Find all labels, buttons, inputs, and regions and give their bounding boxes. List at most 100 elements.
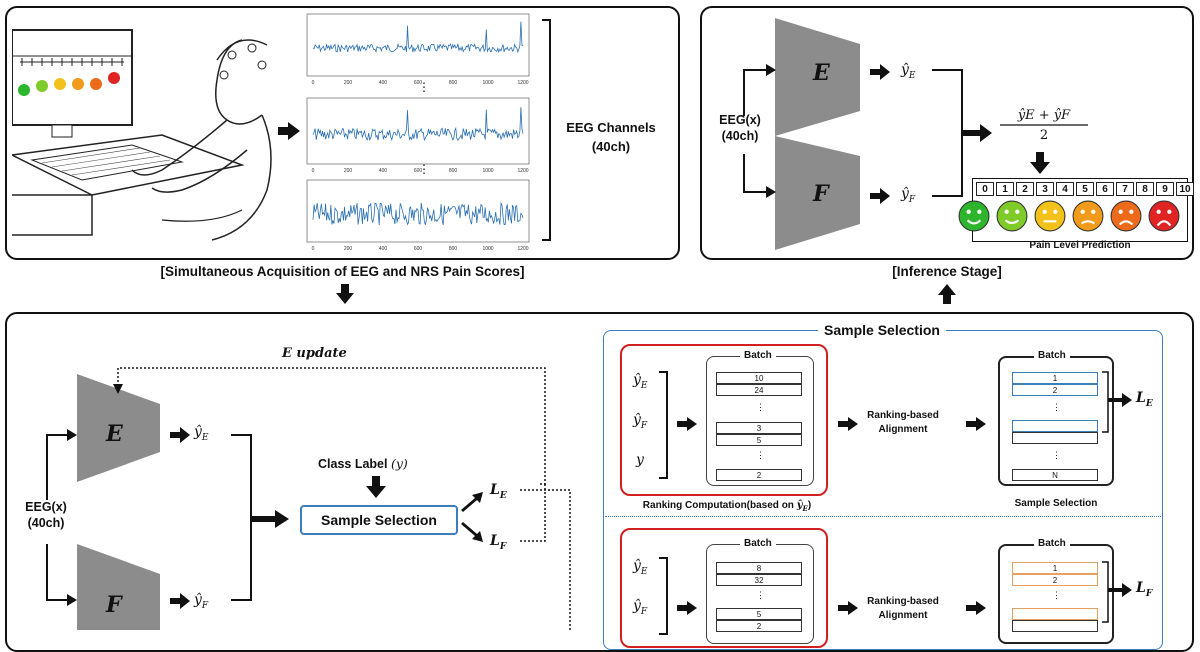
inference-model-f: F (813, 181, 829, 207)
eeg-axis-tick: 200 (344, 246, 353, 252)
row1-input-e: ŷE (633, 372, 648, 391)
pain-scale-number: 0 (976, 182, 994, 196)
row1-dots-2: ⋮ (756, 450, 765, 460)
row1-cell-4: 5 (716, 434, 802, 446)
eeg-axis-tick: 1000 (482, 80, 493, 86)
row2-arrow-icon (677, 601, 697, 615)
row2-loss-bracket (1102, 561, 1132, 623)
subject-illustration (12, 29, 272, 241)
pain-level-label: Pain Level Prediction (1029, 240, 1131, 251)
ranking-caption-1: Ranking Computation(based on ŷE) (642, 500, 812, 513)
row2-select-arrow-icon (966, 601, 986, 615)
eeg-axis-tick: 400 (379, 246, 388, 252)
eeg-trace (312, 21, 524, 54)
ellipsis-2: ⋮ (418, 162, 430, 176)
pain-scale-number: 2 (1016, 182, 1034, 196)
pain-scale-number: 5 (1076, 182, 1094, 196)
eeg-axis-tick: 800 (449, 246, 458, 252)
row1-cell-1: 10 (716, 372, 802, 384)
row2-cell-4: 2 (716, 620, 802, 632)
training-yhat-e: ŷE (194, 424, 209, 443)
training-panel (5, 312, 1194, 652)
row1-cell-5: 2 (716, 469, 802, 481)
eeg-axis-tick: 0 (312, 246, 315, 252)
pain-faces (952, 200, 1192, 234)
arrow-down-icon (336, 284, 354, 304)
eeg-trace (312, 107, 524, 142)
sample-selection-button[interactable]: Sample Selection (300, 505, 458, 535)
row1-arrow-icon (677, 417, 697, 431)
row2-sel-cell-4 (1012, 620, 1098, 632)
eeg-axis-tick: 0 (312, 168, 315, 174)
row2-align-arrow-icon (838, 601, 858, 615)
eeg-axis-tick: 1200 (517, 246, 528, 252)
eeg-axis-tick: 1000 (482, 246, 493, 252)
pain-scale-number: 1 (996, 182, 1014, 196)
average-formula-denominator: 2 (1039, 128, 1049, 143)
pain-scale-number: 3 (1036, 182, 1054, 196)
training-model-f: F (106, 592, 122, 618)
pain-scale-number: 7 (1116, 182, 1134, 196)
inference-diagram (743, 18, 1088, 250)
row1-sel-cell-2: 2 (1012, 384, 1098, 396)
row1-cell-3: 3 (716, 422, 802, 434)
eeg-axis-tick: 200 (344, 80, 353, 86)
eeg-channels-label: EEG Channels (40ch) (566, 120, 656, 154)
row2-cell-2: 32 (716, 574, 802, 586)
row1-sel-cell-5: N (1012, 469, 1098, 481)
row2-dots-1: ⋮ (756, 590, 765, 600)
row1-sel-dots-2: ⋮ (1052, 450, 1061, 460)
pain-scale-number: 4 (1056, 182, 1074, 196)
eeg-axis-tick: 600 (414, 168, 423, 174)
eeg-axis-tick: 600 (414, 246, 423, 252)
row1-sel-cell-3 (1012, 420, 1098, 432)
row2-cell-1: 8 (716, 562, 802, 574)
pain-scale-number: 10 (1176, 182, 1194, 196)
ellipsis-1: ⋮ (418, 80, 430, 94)
inference-model-e: E (813, 60, 830, 86)
row2-sel-cell-1: 1 (1012, 562, 1098, 574)
eeg-axis-tick: 400 (379, 80, 388, 86)
arrow-right-icon (278, 122, 300, 140)
eeg-axis-tick: 0 (312, 80, 315, 86)
loss-e: LE (490, 482, 507, 501)
acquisition-caption: [Simultaneous Acquisition of EEG and NRS… (160, 264, 525, 279)
row1-align-label: Ranking-based Alignment (867, 410, 939, 435)
row2-sel-cell-3 (1012, 608, 1098, 620)
row2-bracket (659, 557, 668, 635)
inference-yhat-e: ŷE (901, 62, 916, 81)
ranking-box-1 (620, 344, 828, 496)
arrow-up-icon (938, 284, 956, 304)
panel-divider (605, 516, 1161, 517)
training-model-e: E (106, 421, 123, 447)
pain-face-icon (1110, 200, 1142, 232)
row1-loss: LE (1136, 390, 1153, 409)
eeg-axis-tick: 800 (449, 80, 458, 86)
row1-bracket (659, 371, 668, 479)
pain-scale-number: 9 (1156, 182, 1174, 196)
inference-yhat-f: ŷF (901, 186, 916, 205)
row2-sel-dots: ⋮ (1052, 590, 1061, 600)
pain-face-icon (1072, 200, 1104, 232)
row1-input-f: ŷF (633, 412, 648, 431)
row1-align-arrow-icon (838, 417, 858, 431)
training-yhat-f: ŷF (194, 592, 209, 611)
average-formula-numerator: ŷE + ŷF (1017, 108, 1071, 123)
pain-face-icon (958, 200, 990, 232)
sample-selection-title: Sample Selection (818, 322, 946, 338)
row1-selected-title: Batch (1034, 350, 1070, 361)
eeg-plot-frame (306, 97, 530, 165)
eeg-axis-tick: 200 (344, 168, 353, 174)
training-diagram (46, 367, 571, 630)
eeg-signal-plots: 0 200 400 600 800 1000 1200 0 200 400 600 800 1000 12… (306, 13, 530, 252)
pain-face-icon (1148, 200, 1180, 232)
eeg-axis-tick: 1200 (517, 168, 528, 174)
pain-scale-number: 6 (1096, 182, 1114, 196)
row1-input-y: y (636, 452, 644, 468)
row1-batch-title: Batch (740, 350, 776, 361)
row2-input-e: ŷE (633, 558, 648, 577)
pain-face-icon (996, 200, 1028, 232)
row2-input-f: ŷF (633, 598, 648, 617)
eeg-axis-tick: 1200 (517, 80, 528, 86)
row1-cell-2: 24 (716, 384, 802, 396)
